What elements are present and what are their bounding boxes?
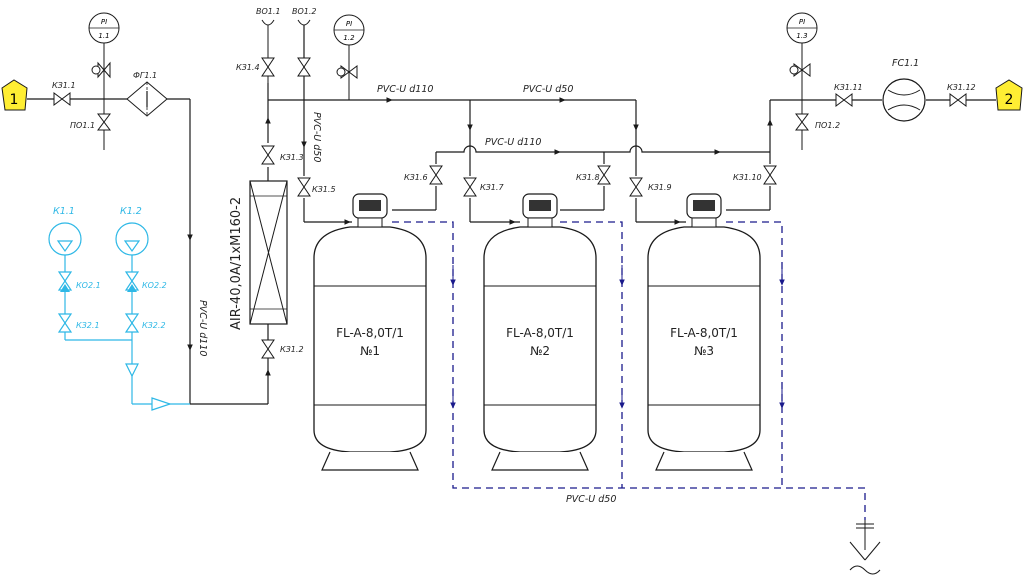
valve-kz1-10 [763,165,777,185]
tank-model-label: FL-A-8,0T/1 [506,326,574,340]
valve-kz1-3-label: КЗ1.3 [280,153,304,162]
control-display [359,200,381,211]
valve-kz1-2-label: КЗ1.2 [280,345,304,354]
valve-kz1-10-label: КЗ1.10 [733,173,762,182]
gauge-1-3-bottom: 1.3 [796,32,807,40]
chem-k1-2-label: К1.2 [120,206,142,217]
valve-kz1-8 [597,165,611,185]
valve-po1-1-label: ПО1.1 [70,121,95,130]
pipe-label-d110: PVC-U d110 [377,84,433,95]
vertical-pipe-label: PVC-U d110 [197,300,208,356]
valve-kz1-12-label: КЗ1.12 [947,83,976,92]
tank-stand [491,451,589,471]
inlet-pipe [27,98,269,405]
filter-tank: FL-A-8,0T/1 №2 [483,193,597,471]
pipe-label-cross-d110: PVC-U d110 [485,137,541,148]
drain-arrows [450,265,785,409]
tank-number-label: №1 [360,344,380,358]
tanks-group: FL-A-8,0T/1 №1 FL-A-8,0T/1 №2 FL-A-8,0T/1 №3 [313,193,761,471]
chem-dosing [48,222,190,411]
filter-fg1-1 [126,81,168,117]
gauge-1-3-top: PI [799,18,805,26]
chem-ko2-1-label: КО2.1 [76,281,101,290]
valve-kz1-5 [297,177,311,197]
control-display [693,200,715,211]
valve-kz1-2 [261,339,275,359]
inlet-marker: 1 [1,79,28,111]
drain-lines [392,221,866,520]
valve-kz1-6-label: КЗ1.6 [404,173,428,182]
drain-funnel-icon [849,520,881,575]
tank-body [647,226,761,453]
valve-po1-2-label: ПО1.2 [815,121,840,130]
aerator-label: AIR-40,0A/1xM160-2 [229,197,244,330]
outlet-marker-label: 2 [1005,92,1014,108]
valve-kz1-3 [261,145,275,165]
valve-kz1-6 [429,165,443,185]
gauge-pi-1-3: PI 1.3 [786,12,818,150]
valve-po1-1 [97,99,111,150]
valve-kz1-4-label: КЗ1.4 [236,63,260,72]
valve-kz1-7 [463,177,477,197]
filter-tank: FL-A-8,0T/1 №3 [647,193,761,471]
pipe-label-d50: PVC-U d50 [523,84,573,95]
control-neck [357,217,383,228]
control-neck [691,217,717,228]
tank-body [483,226,597,453]
valve-kz1-5-label: КЗ1.5 [312,185,336,194]
air-valve [297,57,311,77]
valve-kz1-11 [835,93,853,107]
chem-k1-1-label: К1.1 [53,206,75,217]
air-pipe-label: PVC-U d50 [311,112,322,162]
tank-model-label: FL-A-8,0T/1 [670,326,738,340]
vent-vo1-2-label: ВО1.2 [292,7,317,16]
filter-tank: FL-A-8,0T/1 №1 [313,193,427,471]
gauge-1-2-top: PI [346,20,352,28]
valve-kz1-7-label: КЗ1.7 [480,183,504,192]
valve-kz1-8-label: КЗ1.8 [576,173,600,182]
valve-kz1-1-label: КЗ1.1 [52,81,76,90]
tank-stand [321,451,419,471]
inlet-marker-label: 1 [10,92,19,108]
tank-body [313,226,427,453]
vent-vo1-1-label: ВО1.1 [256,7,281,16]
gauge-pi-1-1: PI 1.1 [88,12,120,99]
chem-kz2-1-label: КЗ2.1 [76,321,100,330]
chem-kz2-2-label: КЗ2.2 [142,321,166,330]
filter-label: ФГ1.1 [133,71,157,80]
tank-model-label: FL-A-8,0T/1 [336,326,404,340]
valve-kz1-1 [53,92,71,106]
valve-kz1-11-label: КЗ1.11 [834,83,863,92]
gauge-pi-1-2: PI 1.2 [333,14,365,100]
aerator-column [249,180,288,325]
drain-pipe-label: PVC-U d50 [566,494,616,505]
chem-ko2-2-label: КО2.2 [142,281,167,290]
tank-number-label: №3 [694,344,714,358]
gauge-1-1-top: PI [101,18,107,26]
chem-check-valves [60,284,137,292]
valve-kz1-9 [629,177,643,197]
flow-meter-fc1-1 [882,78,926,122]
tank-stand [655,451,753,471]
control-neck [527,217,553,228]
tank-number-label: №2 [530,344,550,358]
feed-lines [469,100,686,223]
valve-kz1-9-label: КЗ1.9 [648,183,672,192]
valve-kz1-12 [949,93,967,107]
control-display [529,200,551,211]
gauge-1-2-bottom: 1.2 [343,34,355,42]
gauge-1-1-bottom: 1.1 [98,32,109,40]
flow-meter-label: FC1.1 [892,58,919,69]
outlet-marker: 2 [995,79,1023,111]
valve-kz1-4 [261,19,275,83]
